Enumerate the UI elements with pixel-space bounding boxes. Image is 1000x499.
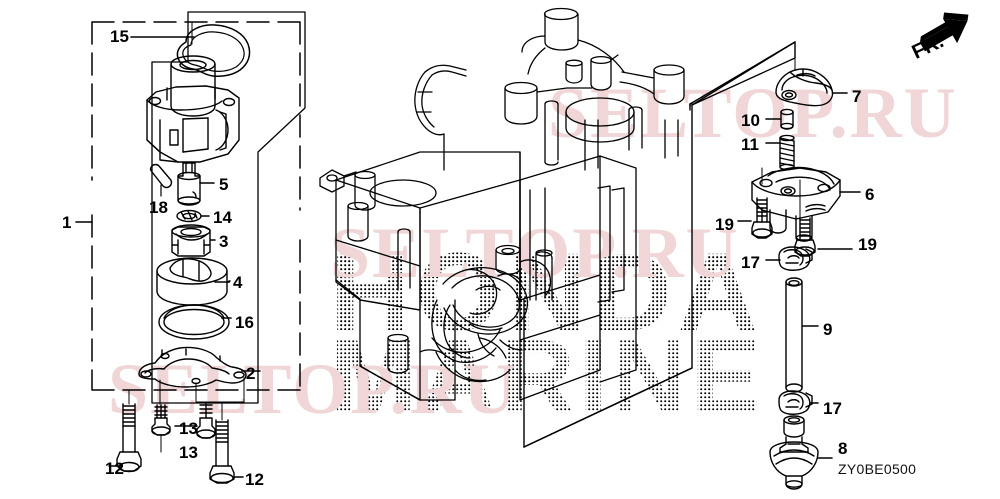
callout-number-16: 16 xyxy=(235,313,254,332)
callout-number-13: 13 xyxy=(179,419,198,438)
part-18-drive-pin xyxy=(149,163,173,189)
callout-number-15: 15 xyxy=(110,27,129,46)
part-12-bolt-b xyxy=(209,419,235,484)
halftone-marine-text: MARINE xyxy=(330,319,764,435)
callout-number-19: 19 xyxy=(715,215,734,234)
callout-15-leader xyxy=(130,21,195,45)
callout-13-leaders xyxy=(160,425,198,453)
part-13-bolt-b xyxy=(196,402,216,439)
callout-number-19: 19 xyxy=(858,235,877,254)
callout-12-leaders xyxy=(108,389,244,478)
part-2-base-plate xyxy=(138,346,247,388)
callout-number-11: 11 xyxy=(741,135,759,154)
callout-number-17: 17 xyxy=(823,399,842,418)
part-3-impeller xyxy=(171,224,211,257)
part-9-water-tube xyxy=(785,277,803,393)
callout-number-17: 17 xyxy=(741,253,760,272)
pump-housing-body xyxy=(146,55,240,163)
callout-19-leaders xyxy=(737,189,853,250)
part-5-shaft-sleeve xyxy=(177,162,201,206)
part-7-cover-plate xyxy=(775,68,834,107)
callout-number-14: 14 xyxy=(213,208,232,227)
callout-number-2: 2 xyxy=(246,364,256,383)
part-13-bolt-a xyxy=(151,404,171,436)
engine-cylinder-block xyxy=(319,7,685,401)
svg-text:MARINE: MARINE xyxy=(330,319,764,435)
callout-number-3: 3 xyxy=(219,232,229,251)
part-17-hose-clip-upper xyxy=(778,246,813,271)
callout-number-5: 5 xyxy=(219,175,229,194)
part-code-label: ZY0BE0500 xyxy=(838,461,917,477)
callout-number-12: 12 xyxy=(245,470,264,489)
part-16-o-ring xyxy=(158,304,230,340)
part-19-bolt-a xyxy=(751,197,773,239)
callout-number-8: 8 xyxy=(838,439,848,458)
callout-4-leader xyxy=(214,280,231,283)
part-6-thermostat-housing xyxy=(751,166,841,242)
callout-number-9: 9 xyxy=(823,320,833,339)
callout-number-13: 13 xyxy=(179,443,198,462)
callout-number-4: 4 xyxy=(233,273,243,292)
part-12-bolt-a xyxy=(116,403,142,473)
part-17-hose-clip-lower xyxy=(778,390,813,415)
callout-number-18: 18 xyxy=(149,198,168,217)
callout-number-1: 1 xyxy=(62,213,72,232)
callout-number-12: 12 xyxy=(105,459,124,478)
callout-number-7: 7 xyxy=(852,87,862,106)
callout-number-6: 6 xyxy=(865,185,875,204)
part-10-dowel-pin xyxy=(780,108,794,130)
part-8-anode-valve xyxy=(769,415,819,490)
callout-number-10: 10 xyxy=(741,111,760,130)
left-guide-plane xyxy=(151,11,306,404)
front-arrow-icon xyxy=(919,12,969,52)
